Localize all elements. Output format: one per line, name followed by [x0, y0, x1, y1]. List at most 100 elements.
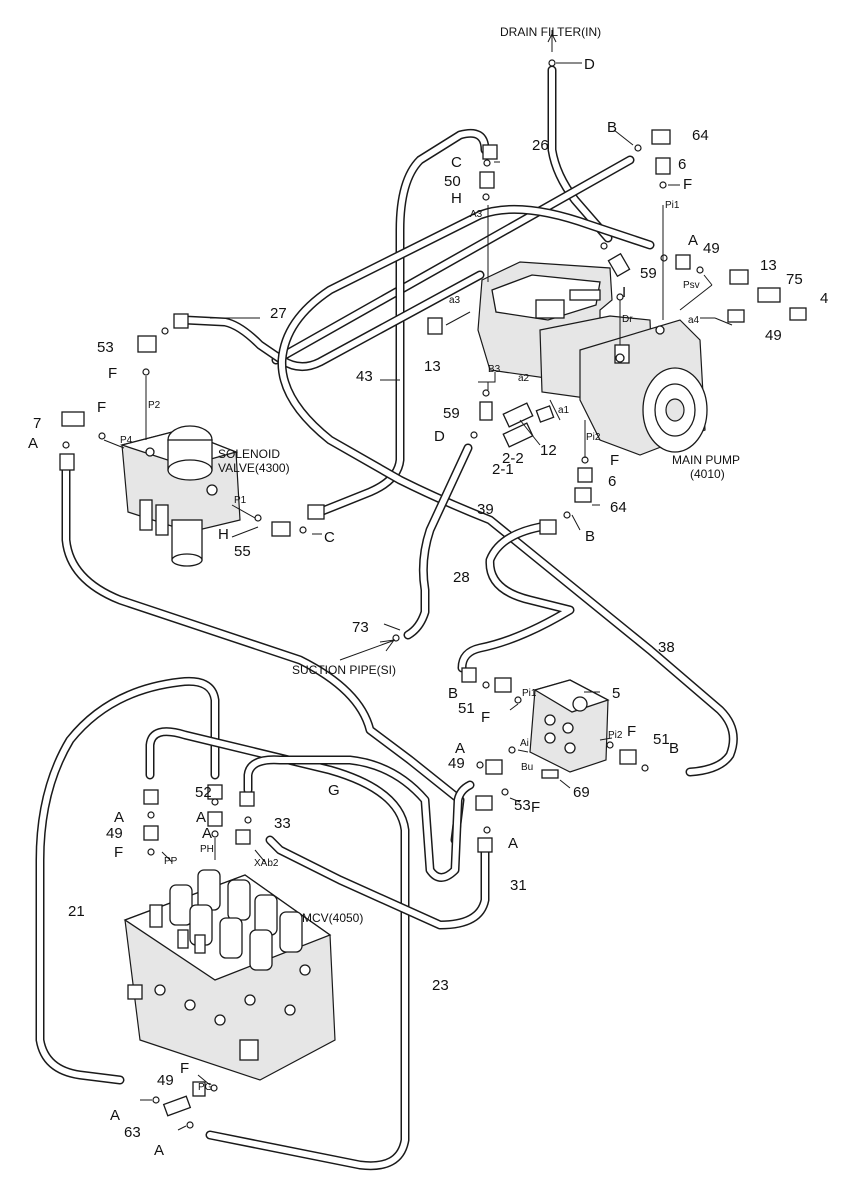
callout-label: A [28, 435, 38, 452]
callout-label: 6 [608, 473, 616, 490]
callout-label: 7 [33, 415, 41, 432]
title-solenoid-1: SOLENOID [218, 447, 280, 461]
titles: DRAIN FILTER(IN) SUCTION PIPE(SI) SOLENO… [218, 25, 740, 925]
callout-label: D [434, 428, 445, 445]
callout-label: 39 [477, 501, 494, 518]
title-solenoid-2: VALVE(4300) [218, 461, 290, 475]
port-label: Psv [683, 280, 700, 291]
callout-label: A [202, 825, 212, 842]
title-main-pump-1: MAIN PUMP [672, 453, 740, 467]
callout-label: 64 [610, 499, 627, 516]
callout-label: F [114, 844, 123, 861]
pilot-block [529, 679, 610, 779]
callout-label: H [451, 190, 462, 207]
port-label: Pi1 [522, 688, 537, 699]
callout-label: F [610, 452, 619, 469]
mcv-block [123, 869, 336, 1117]
callout-label: 4 [820, 290, 828, 307]
port-label: P2 [148, 400, 161, 411]
callout-label: A [154, 1142, 164, 1159]
fitting-2-2 [502, 402, 534, 428]
callout-label: B [607, 119, 617, 136]
callout-label: 2-2 [502, 450, 524, 467]
callout-label: A [110, 1107, 120, 1124]
callout-label: 63 [124, 1124, 141, 1141]
hose-solenoid-down [61, 465, 465, 845]
callout-label: 13 [760, 257, 777, 274]
callout-label: F [683, 176, 692, 193]
callout-label: 59 [640, 265, 657, 282]
callout-label: 2-1 [492, 461, 514, 478]
callout-label: 27 [270, 305, 287, 322]
callout-label: F [108, 365, 117, 382]
port-label: XAb2 [254, 858, 279, 869]
callout-label: 5 [612, 685, 620, 702]
port-label: Pi1 [665, 200, 680, 211]
callout-label: 53 [97, 339, 114, 356]
callout-label: A [455, 740, 465, 757]
leaders [103, 30, 733, 1131]
title-mcv: MCV(4050) [302, 911, 363, 925]
callout-label: F [627, 723, 636, 740]
port-label: Pi2 [608, 730, 623, 741]
callout-label: 52 [195, 784, 212, 801]
callout-label: 6 [678, 156, 686, 173]
callout-label: 49 [448, 755, 465, 772]
fittings [59, 59, 807, 1129]
callout-label: 51 [458, 700, 475, 717]
hoses [35, 65, 738, 1171]
port-label: PH [200, 844, 214, 855]
callout-label: 53 [514, 797, 531, 814]
title-suction-pipe: SUCTION PIPE(SI) [292, 663, 396, 677]
callout-label: 43 [356, 368, 373, 385]
port-label: P1 [234, 495, 247, 506]
callout-label: 55 [234, 543, 251, 560]
callout-label: 33 [274, 815, 291, 832]
port-label: a4 [688, 315, 700, 326]
callout-label: 69 [573, 784, 590, 801]
callout-label: 59 [443, 405, 460, 422]
solenoid-valve [119, 425, 241, 567]
fitting-13-upper [427, 317, 443, 335]
callout-label: 50 [444, 173, 461, 190]
callout-label: 13 [424, 358, 441, 375]
title-drain-filter: DRAIN FILTER(IN) [500, 25, 601, 39]
callout-label: A [508, 835, 518, 852]
callout-label: A [688, 232, 698, 249]
callout-label: B [669, 740, 679, 757]
callout-label: 73 [352, 619, 369, 636]
port-label: Dr [622, 314, 633, 325]
port-label: PG [198, 1082, 213, 1093]
callout-label: 21 [68, 903, 85, 920]
tee-63 [162, 1095, 192, 1117]
callout-label: B [448, 685, 458, 702]
callout-label: I [622, 284, 626, 301]
port-label: B3 [488, 364, 501, 375]
fitting-59-lower [479, 401, 493, 421]
port-label: Pi2 [586, 432, 601, 443]
callout-label: 51 [653, 731, 670, 748]
callout-label: F [481, 709, 490, 726]
callout-label: 23 [432, 977, 449, 994]
port-label: Bu [521, 762, 533, 773]
callout-label: F [531, 799, 540, 816]
port-label: P4 [120, 435, 133, 446]
callout-label: D [584, 56, 595, 73]
fitting-49-lower [192, 1081, 206, 1097]
title-main-pump-2: (4010) [690, 467, 725, 481]
callout-label: A [196, 809, 206, 826]
main-pump [427, 252, 708, 456]
callout-label: 28 [453, 569, 470, 586]
fitting-12 [535, 405, 555, 423]
callout-label: 12 [540, 442, 557, 459]
callout-label: B [585, 528, 595, 545]
fitting-59-upper [607, 252, 631, 278]
port-label: a3 [449, 295, 461, 306]
callout-label: A [114, 809, 124, 826]
port-label: a1 [558, 405, 570, 416]
port-label: A3 [470, 209, 483, 220]
bolt-69 [541, 769, 559, 779]
